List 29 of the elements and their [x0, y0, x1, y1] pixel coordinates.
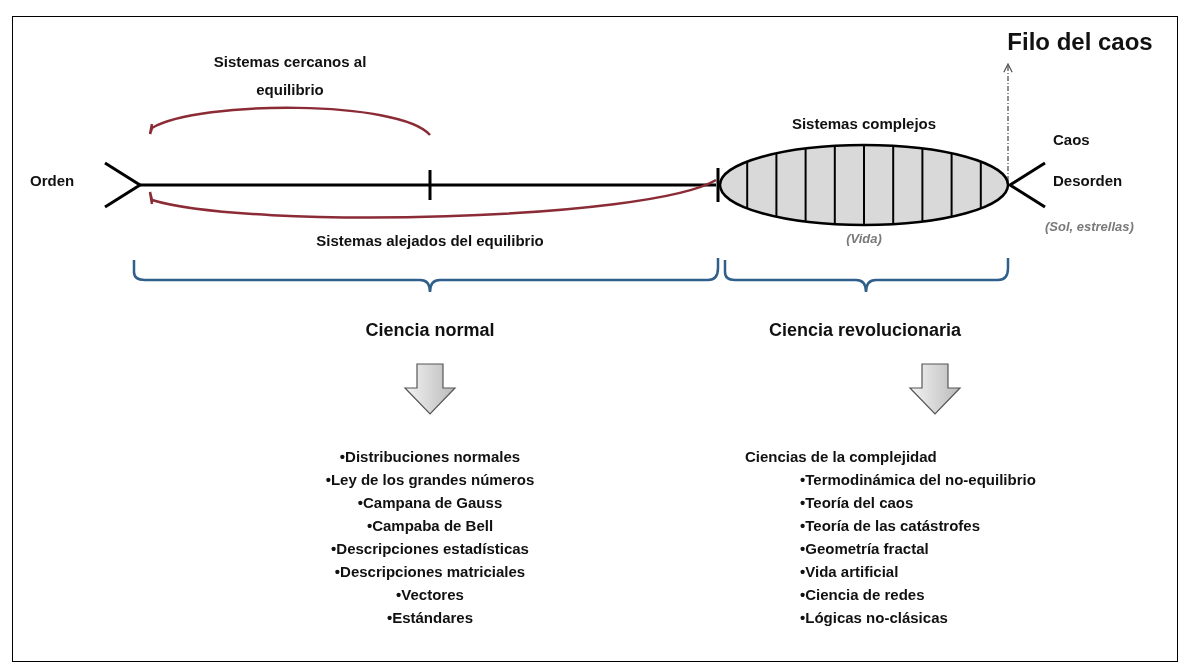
- node-label: Sistemas complejos: [790, 115, 938, 132]
- list-item: •Ley de los grandes números: [324, 471, 536, 488]
- block-arrow: [403, 363, 457, 415]
- end-label: Desorden: [1053, 172, 1123, 189]
- list-item: •Campana de Gauss: [356, 494, 504, 511]
- list-item: •Campaba de Bell: [365, 517, 495, 534]
- list-item: •Descripciones matriciales: [333, 563, 527, 580]
- note: (Sol, estrellas): [1045, 219, 1134, 234]
- list-item: •Vida artificial: [800, 563, 899, 580]
- list-item: •Lógicas no-clásicas: [800, 609, 948, 626]
- end-label: Orden: [30, 172, 75, 189]
- list-item: •Geometría fractal: [800, 540, 929, 557]
- list-item: •Distribuciones normales: [338, 448, 522, 465]
- heading-text: Ciencia revolucionaria: [767, 320, 963, 341]
- block-arrow: [908, 363, 962, 415]
- end-label: Caos: [1053, 131, 1090, 148]
- list-item: •Teoría de las catástrofes: [800, 517, 981, 534]
- region-label: Sistemas cercanos al equilibrio: [212, 52, 368, 100]
- list-item: •Ciencia de redes: [800, 586, 925, 603]
- list-item: •Estándares: [385, 609, 475, 626]
- heading-text: Filo del caos: [1006, 28, 1154, 56]
- list-heading: Ciencias de la complejidad: [745, 448, 937, 465]
- region-label: Sistemas alejados del equilibrio: [315, 232, 545, 249]
- note: (Vida): [845, 231, 883, 246]
- list-item: •Vectores: [395, 586, 465, 603]
- heading-text: Ciencia normal: [364, 320, 496, 341]
- list-item: •Termodinámica del no-equilibrio: [800, 471, 1036, 488]
- list-item: •Descripciones estadísticas: [330, 540, 530, 557]
- list-item: •Teoría del caos: [800, 494, 914, 511]
